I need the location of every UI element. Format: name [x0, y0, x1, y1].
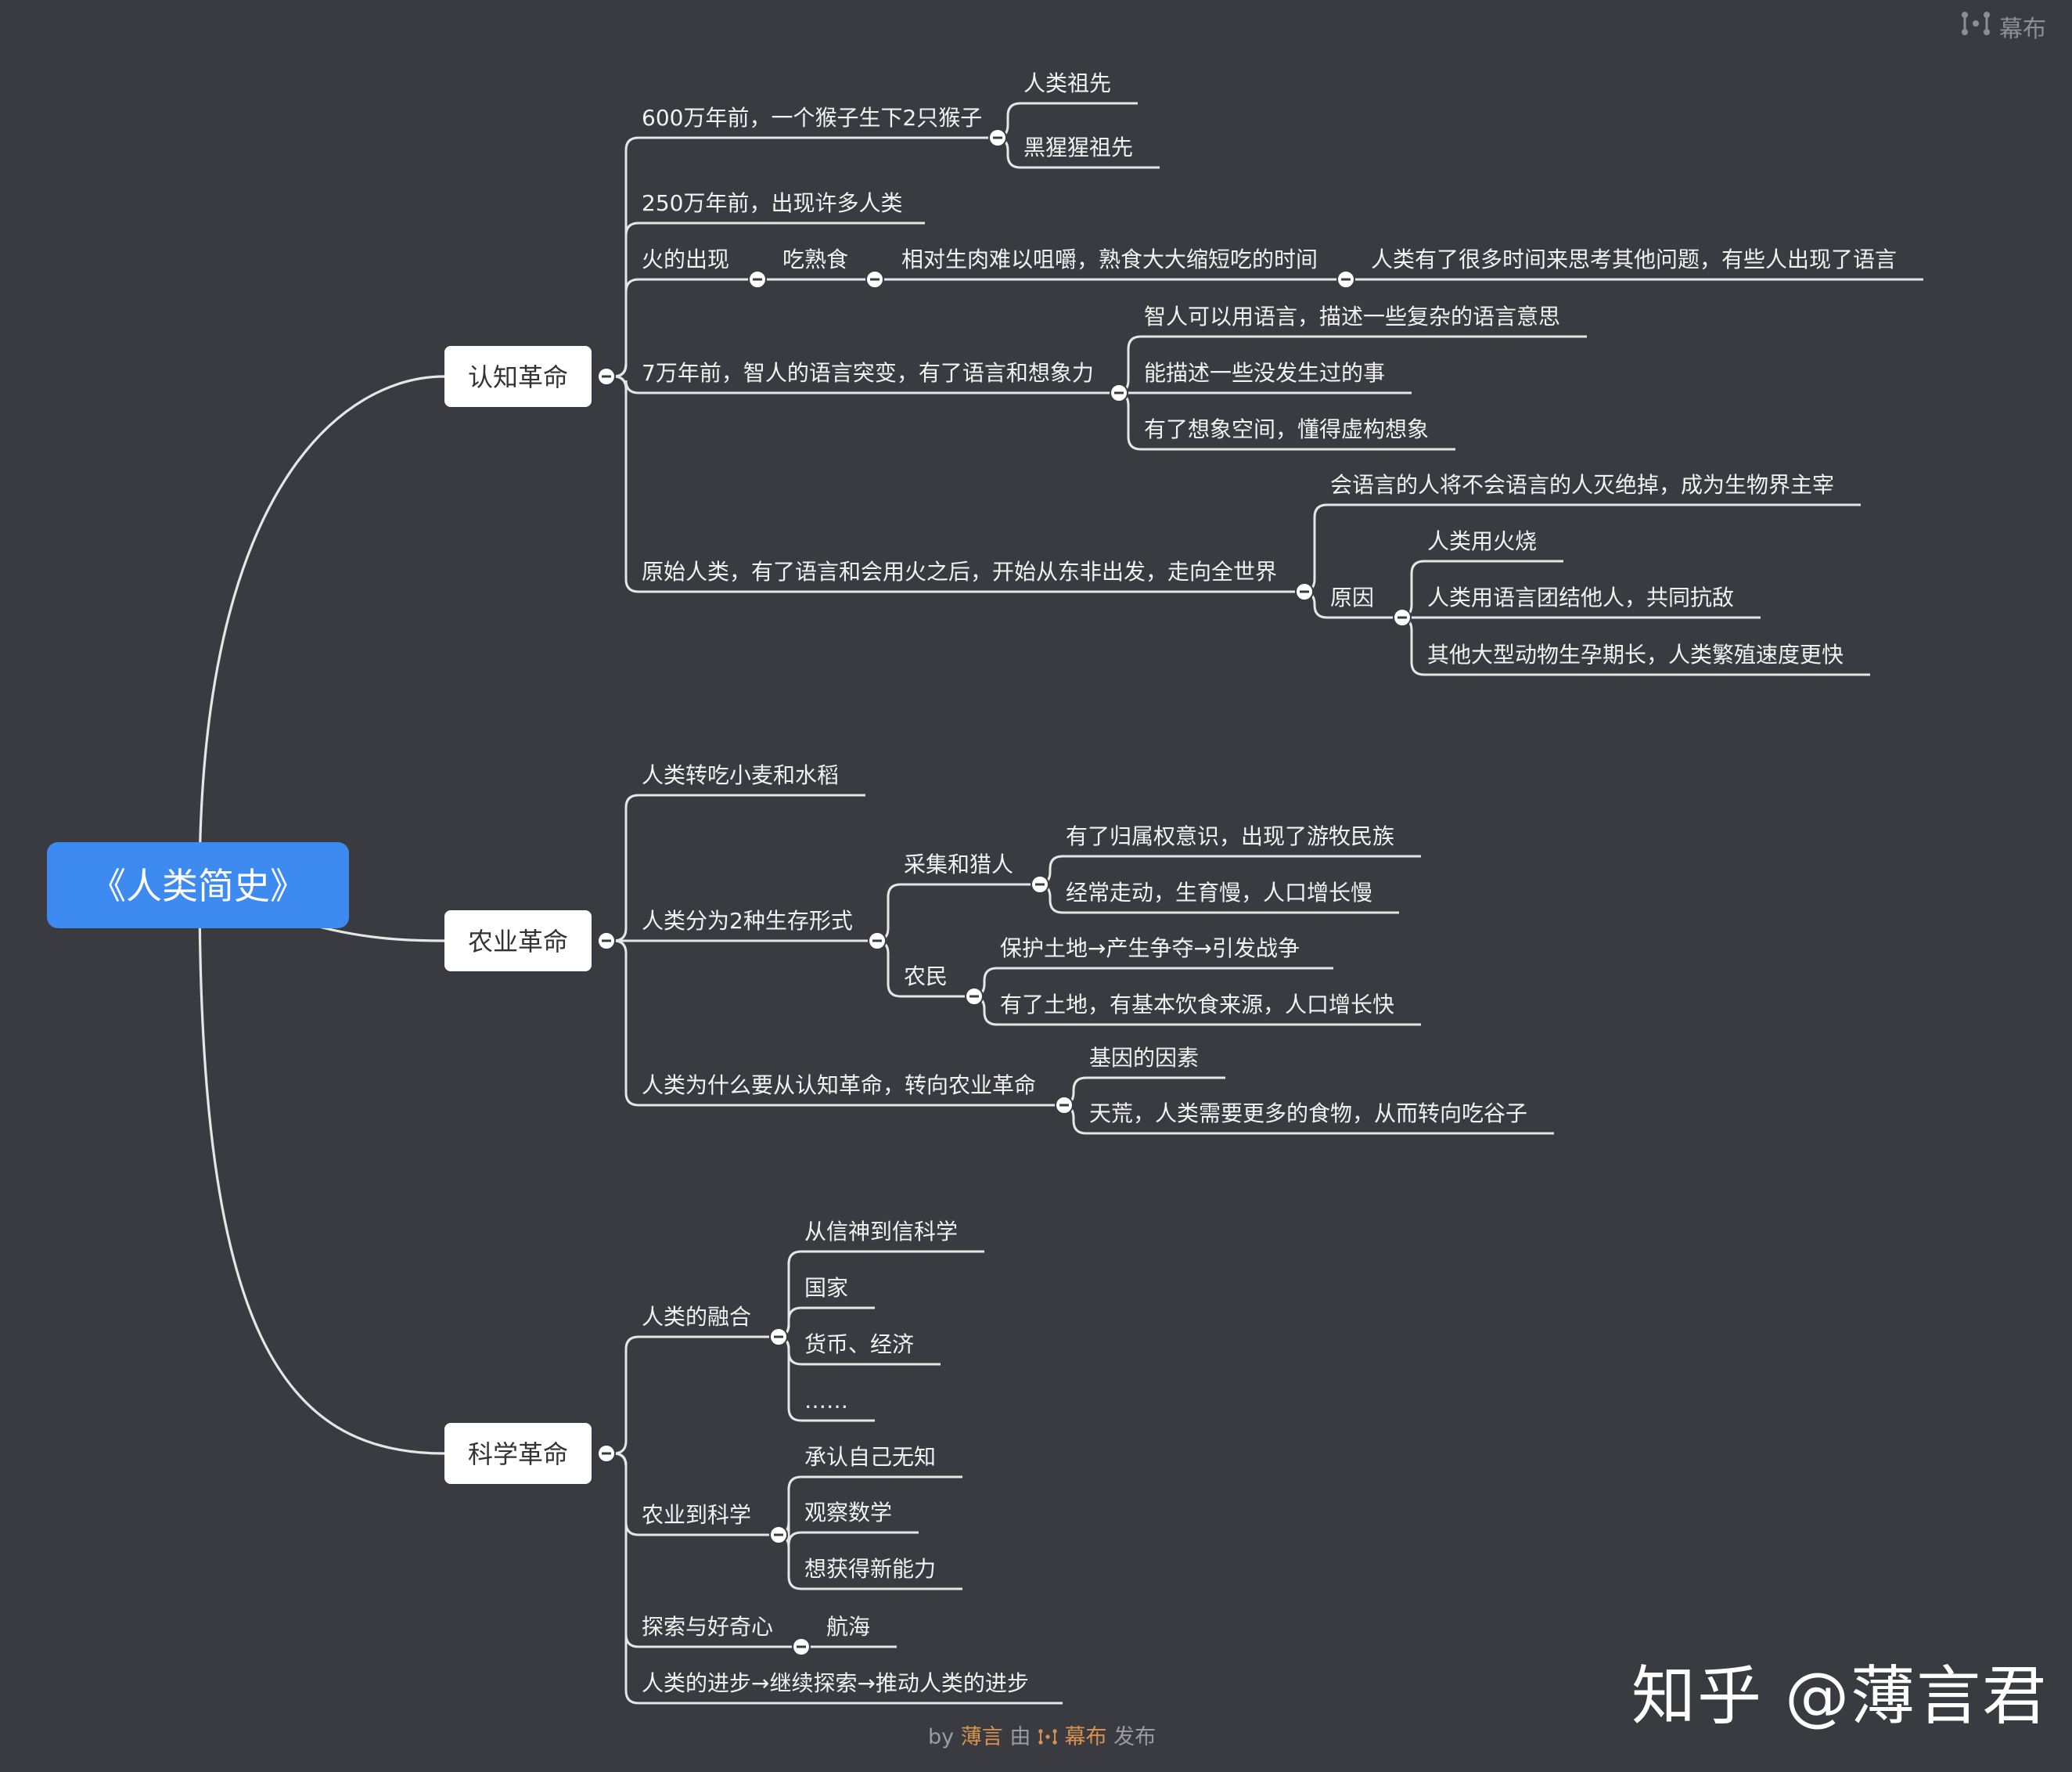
subtopic-label: 有了土地，有基本饮食来源，人口增长快	[1000, 992, 1394, 1017]
subtopic-label: 航海	[826, 1614, 870, 1640]
subtopic-label: 天荒，人类需要更多的食物，从而转向吃谷子	[1089, 1100, 1527, 1126]
brand: 幕布	[1960, 9, 2046, 44]
subtopic-label: 有了想象空间，懂得虚构想象	[1144, 416, 1429, 442]
watermark: 知乎 @薄言君	[1631, 1659, 2049, 1734]
subtopic-label: 观察数学	[804, 1500, 892, 1525]
collapse-toggle[interactable]	[769, 1327, 788, 1346]
subtopic-label: 原因	[1330, 585, 1374, 610]
mubu-logo-icon	[1960, 10, 1991, 43]
topic-label: 人类为什么要从认知革命，转向农业革命	[642, 1072, 1036, 1098]
topic-label: 人类的进步→继续探索→推动人类的进步	[642, 1670, 1029, 1696]
footer-by: by	[928, 1725, 955, 1749]
subtopic-label: 智人可以用语言，描述一些复杂的语言意思	[1144, 304, 1560, 330]
collapse-toggle[interactable]	[748, 270, 767, 289]
subtopic-label: 承认自己无知	[804, 1444, 936, 1470]
topic-connector	[606, 278, 756, 378]
root-connector	[198, 375, 445, 886]
topic-label: 7万年前，智人的语言突变，有了语言和想象力	[642, 360, 1094, 386]
topic-label: 600万年前，一个猴子生下2只猴子	[642, 105, 982, 131]
subtopic-label: 人类有了很多时间来思考其他问题，有些人出现了语言	[1371, 247, 1897, 272]
subtopic-label: 保护土地→产生争夺→引发战争	[1000, 935, 1300, 961]
root-connector	[198, 884, 445, 1455]
topic-label: 人类的融合	[642, 1304, 751, 1330]
topic-label: 农业到科学	[642, 1502, 751, 1528]
main-node[interactable]: 认知革命	[444, 346, 592, 407]
collapse-toggle[interactable]	[1055, 1096, 1074, 1115]
subtopic-label: 人类用火烧	[1427, 528, 1537, 554]
collapse-toggle[interactable]	[988, 128, 1007, 147]
footer: by 薄言 由 幕布 发布	[928, 1720, 1157, 1750]
subtopic-label: 经常走动，生育慢，人口增长慢	[1066, 880, 1372, 906]
topic-label: 250万年前，出现许多人类	[642, 190, 902, 216]
collapse-toggle[interactable]	[597, 367, 616, 386]
main-node-label: 科学革命	[468, 1439, 568, 1469]
collapse-toggle[interactable]	[865, 270, 884, 289]
main-node[interactable]: 农业革命	[444, 910, 592, 971]
subtopic-label: 其他大型动物生孕期长，人类繁殖速度更快	[1427, 642, 1844, 668]
subtopic-label: 吃熟食	[782, 247, 848, 272]
subtopic-connector	[775, 1522, 919, 1546]
footer-publish: 发布	[1113, 1725, 1157, 1749]
topic-label: 火的出现	[642, 247, 729, 272]
topic-label: 探索与好奇心	[642, 1614, 773, 1640]
subtopic-label: 想获得新能力	[804, 1556, 936, 1582]
subtopic-connector	[1301, 503, 1861, 593]
subtopic-label: 基因的因素	[1089, 1045, 1199, 1071]
root-node[interactable]: 《人类简史》	[47, 842, 349, 928]
collapse-toggle[interactable]	[1336, 270, 1355, 289]
subtopic-label: 人类祖先	[1023, 70, 1111, 96]
subtopic-label: 国家	[804, 1275, 848, 1301]
collapse-toggle[interactable]	[597, 1444, 616, 1463]
footer-via: 由	[1009, 1725, 1031, 1749]
subtopic-label: 相对生肉难以咀嚼，熟食大大缩短吃的时间	[901, 247, 1318, 272]
collapse-toggle[interactable]	[868, 931, 887, 950]
footer-platform[interactable]: 幕布	[1064, 1725, 1107, 1749]
footer-logo-icon	[1038, 1725, 1065, 1749]
subtopic-label: 农民	[904, 963, 948, 989]
subtopic-label: 有了归属权意识，出现了游牧民族	[1066, 823, 1394, 849]
collapse-toggle[interactable]	[1295, 582, 1314, 601]
footer-author[interactable]: 薄言	[960, 1725, 1003, 1749]
subtopic-label: 货币、经济	[804, 1331, 914, 1357]
collapse-toggle[interactable]	[792, 1637, 811, 1656]
collapse-toggle[interactable]	[1393, 608, 1412, 627]
topic-label: 原始人类，有了语言和会用火之后，开始从东非出发，走向全世界	[642, 559, 1277, 585]
main-node-label: 认知革命	[468, 362, 568, 392]
brand-label: 幕布	[1999, 16, 2046, 43]
topic-label: 人类转吃小麦和水稻	[642, 762, 839, 788]
subtopic-label: ……	[804, 1388, 848, 1414]
topic-connector	[606, 1335, 778, 1455]
subtopic-connector	[875, 883, 1040, 942]
root-title: 《人类简史》	[90, 865, 306, 907]
topic-connector	[606, 1452, 1063, 1705]
collapse-toggle[interactable]	[769, 1525, 788, 1544]
collapse-toggle[interactable]	[1031, 875, 1049, 894]
subtopic-label: 从信神到信科学	[804, 1219, 958, 1244]
main-node[interactable]: 科学革命	[444, 1423, 592, 1484]
collapse-toggle[interactable]	[597, 931, 616, 950]
subtopic-label: 人类用语言团结他人，共同抗敌	[1427, 585, 1734, 610]
subtopic-label: 能描述一些没发生过的事	[1144, 360, 1385, 386]
topic-connector	[606, 375, 1304, 593]
main-node-label: 农业革命	[468, 927, 568, 956]
subtopic-label: 黑猩猩祖先	[1023, 135, 1133, 160]
topic-connector	[606, 939, 1063, 1107]
collapse-toggle[interactable]	[1110, 384, 1128, 402]
subtopic-label: 采集和猎人	[904, 852, 1013, 877]
topic-label: 人类分为2种生存形式	[642, 908, 853, 934]
collapse-toggle[interactable]	[965, 987, 984, 1006]
subtopic-label: 会语言的人将不会语言的人灭绝掉，成为生物界主宰	[1330, 472, 1834, 498]
subtopic-connector	[995, 102, 1138, 139]
